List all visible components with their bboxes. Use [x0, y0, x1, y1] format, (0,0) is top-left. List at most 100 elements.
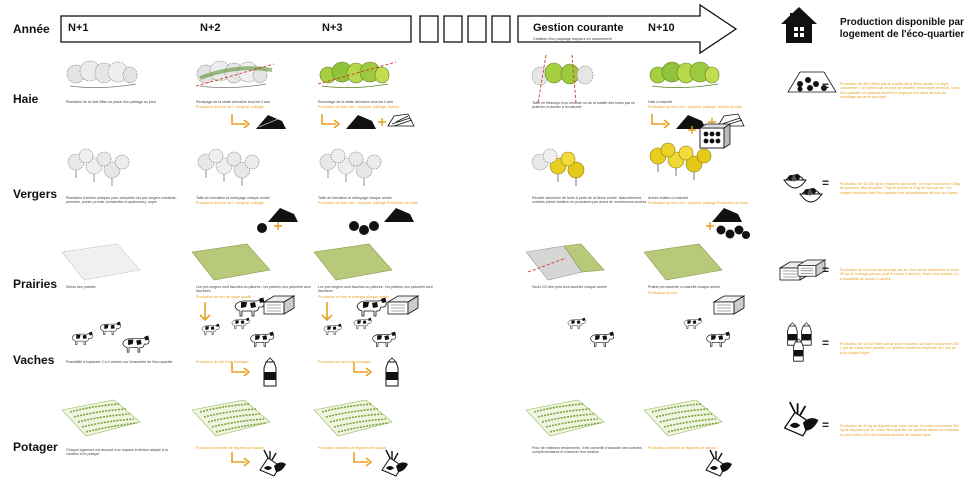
meadow-gestion-illustration [525, 243, 605, 281]
cows-n2-illustration [201, 317, 275, 347]
timeline-n2: N+2 [200, 22, 221, 34]
vergers-n2-woodpile-icon [268, 208, 298, 222]
orchard-n3-illustration [319, 148, 382, 187]
prairies-n10-hay-icon [713, 295, 745, 315]
haie-n3-woodpile-icon [346, 115, 376, 129]
meadow-n1-illustration [61, 243, 141, 281]
row-label-potager: Potager [13, 440, 58, 454]
vaches-n1-caption: Possibilité d'implanter 2 à 4 vaches sur… [66, 360, 173, 364]
row-label-haie: Haie [13, 92, 39, 106]
vaches-equals: = [822, 336, 830, 350]
meadow-n2-illustration [191, 243, 271, 281]
potager-n10-production: Production annuelle de légumes de saison [648, 446, 716, 450]
timeline-n3: N+3 [322, 22, 343, 34]
prairies-n2-caption: Les pré-vergers sont fauchés ou pâturés … [196, 285, 311, 294]
orchard-n1-illustration [67, 148, 130, 187]
haie-n10-arrow-icon [651, 113, 670, 129]
haie-production-text: Production de 400 stères par an à partir… [840, 82, 960, 100]
prairies-n2-cow-icon [234, 297, 265, 317]
haie-n3-plus-icon [377, 117, 387, 127]
prairies-n2-production: Production de foin de haute qualité [196, 295, 252, 299]
production-title: Production disponible par logement de l'… [839, 17, 965, 40]
vergers-n10-caption: Arbres fruitiers à maturité [648, 196, 689, 200]
milk-bottle-icon [787, 322, 812, 362]
haie-n1-caption: Plantation de la haie Mise en place d'un… [66, 100, 156, 104]
haie-n10-caption: Haie à maturité [648, 100, 673, 104]
prairies-equals: = [822, 263, 830, 277]
vaches-n3-production: Production de lait et de fromages [318, 360, 371, 364]
hedge-gestion-illustration [531, 54, 594, 104]
prairies-n10-production: Production de foin [648, 291, 677, 295]
woodpile-icon [787, 71, 837, 93]
vergers-n10-woodpile-icon [712, 208, 742, 222]
vaches-production-text: Production de 14 000 litres par an pour … [840, 342, 959, 355]
haie-n10-logs-icon [717, 113, 745, 127]
prairies-production-text: Production de 8 tonnes de fourrage par a… [840, 268, 960, 281]
vergers-n10-plus-icon [705, 221, 715, 231]
year-label: Année [13, 22, 50, 36]
cows-n1-illustration [71, 321, 150, 353]
haie-n2-production: Production de bois vert : compost, paill… [196, 105, 264, 109]
timeline-gestion: Gestion courante [533, 22, 624, 34]
vergers-n2-plus-icon [273, 221, 283, 231]
meadow-n10-illustration [643, 243, 723, 281]
haie-n3-production: Production de bois vert : compost, paill… [318, 105, 400, 109]
row-label-vaches: Vaches [13, 353, 55, 367]
garden-n10-illustration [643, 399, 723, 437]
vergers-n2-caption: Taille de formation et nettoyage chaque … [196, 196, 270, 200]
timeline-subcaption: Création d'un paysage toujours en mouvem… [533, 37, 612, 41]
meadow-n3-illustration [313, 243, 393, 281]
garden-n1-illustration [61, 399, 141, 437]
hedge-n10-illustration [649, 61, 720, 88]
cows-n3-illustration [323, 317, 397, 347]
vergers-n3-caption: Taille de formation et nettoyage chaque … [318, 196, 392, 200]
orchard-gestion-illustration [531, 148, 585, 186]
prairies-n3-caption: Les pré-vergers sont fauchés ou pâturés … [318, 285, 433, 294]
potager-n1-caption: Chaque logement est associé à un espace … [66, 448, 168, 457]
haie-n3-logs-icon [387, 113, 415, 127]
potager-n3-arrow-icon [353, 451, 372, 467]
orchard-n10-illustration [649, 142, 712, 181]
garden-n3-illustration [313, 399, 393, 437]
prairies-n3-production: Production de foin et fourrage chaque an… [318, 295, 390, 299]
vergers-equals: = [822, 176, 830, 190]
haie-n3-caption: Émondage de la strate arbustive tous les… [318, 100, 393, 104]
row-label-prairies: Prairies [13, 277, 58, 291]
potager-gestion-caption: Pour de meilleurs rendements, il est con… [532, 446, 642, 455]
prairies-gestion-caption: Seuls 2/3 des prés sont fauchés chaque a… [532, 285, 607, 289]
potager-n2-arrow-icon [231, 451, 250, 467]
timeline-n1: N+1 [68, 22, 89, 34]
haie-n10-plus2-icon [687, 125, 697, 135]
hedge-n1-illustration [66, 60, 138, 88]
haie-gestion-caption: Taille en têtard/go d'un émonde ou de la… [532, 101, 635, 110]
vaches-n2-arrow-icon [231, 361, 250, 377]
vergers-n2-fruit-icon [257, 223, 267, 233]
vergers-n1-caption: Plantation d'arbres antiques pour complé… [66, 196, 178, 205]
hedge-n2-illustration [195, 60, 275, 88]
garden-gestion-illustration [525, 399, 605, 437]
haie-n3-arrow-icon [321, 113, 340, 129]
row-label-vergers: Vergers [13, 187, 58, 201]
potager-n10-vegetables-icon [705, 449, 733, 477]
vergers-n2-production: Production de bois vert : compost, paill… [196, 201, 264, 205]
vaches-n2-production: Production de lait et de fromages [196, 360, 249, 364]
orchard-n2-illustration [197, 148, 260, 187]
prairies-n10-caption: Prairie permanente, à maturité chaque an… [648, 285, 721, 289]
hay-bale-icon [779, 259, 826, 281]
timeline-arrow-icon [60, 3, 738, 55]
potager-equals: = [822, 418, 830, 432]
haie-n2-arrow-icon [231, 113, 250, 129]
vergers-gestion-caption: Récolte raisonnée de fruits à partir de … [532, 196, 647, 205]
prairies-n2-hay-icon [263, 295, 295, 315]
timeline-n10: N+10 [648, 22, 675, 34]
hedge-n3-illustration [317, 61, 397, 88]
vegetables-icon [783, 401, 820, 437]
house-icon [781, 7, 817, 43]
prairies-n3-hay-icon [387, 295, 419, 315]
vergers-n10-fruits-icon [716, 225, 750, 239]
haie-n10-woodpile-icon [676, 115, 706, 129]
vaches-n3-milk-icon [385, 357, 399, 387]
vergers-n3-production: Production de bois vert : compost, paill… [318, 201, 418, 205]
vaches-n3-arrow-icon [353, 361, 372, 377]
vaches-n2-milk-icon [263, 357, 277, 387]
